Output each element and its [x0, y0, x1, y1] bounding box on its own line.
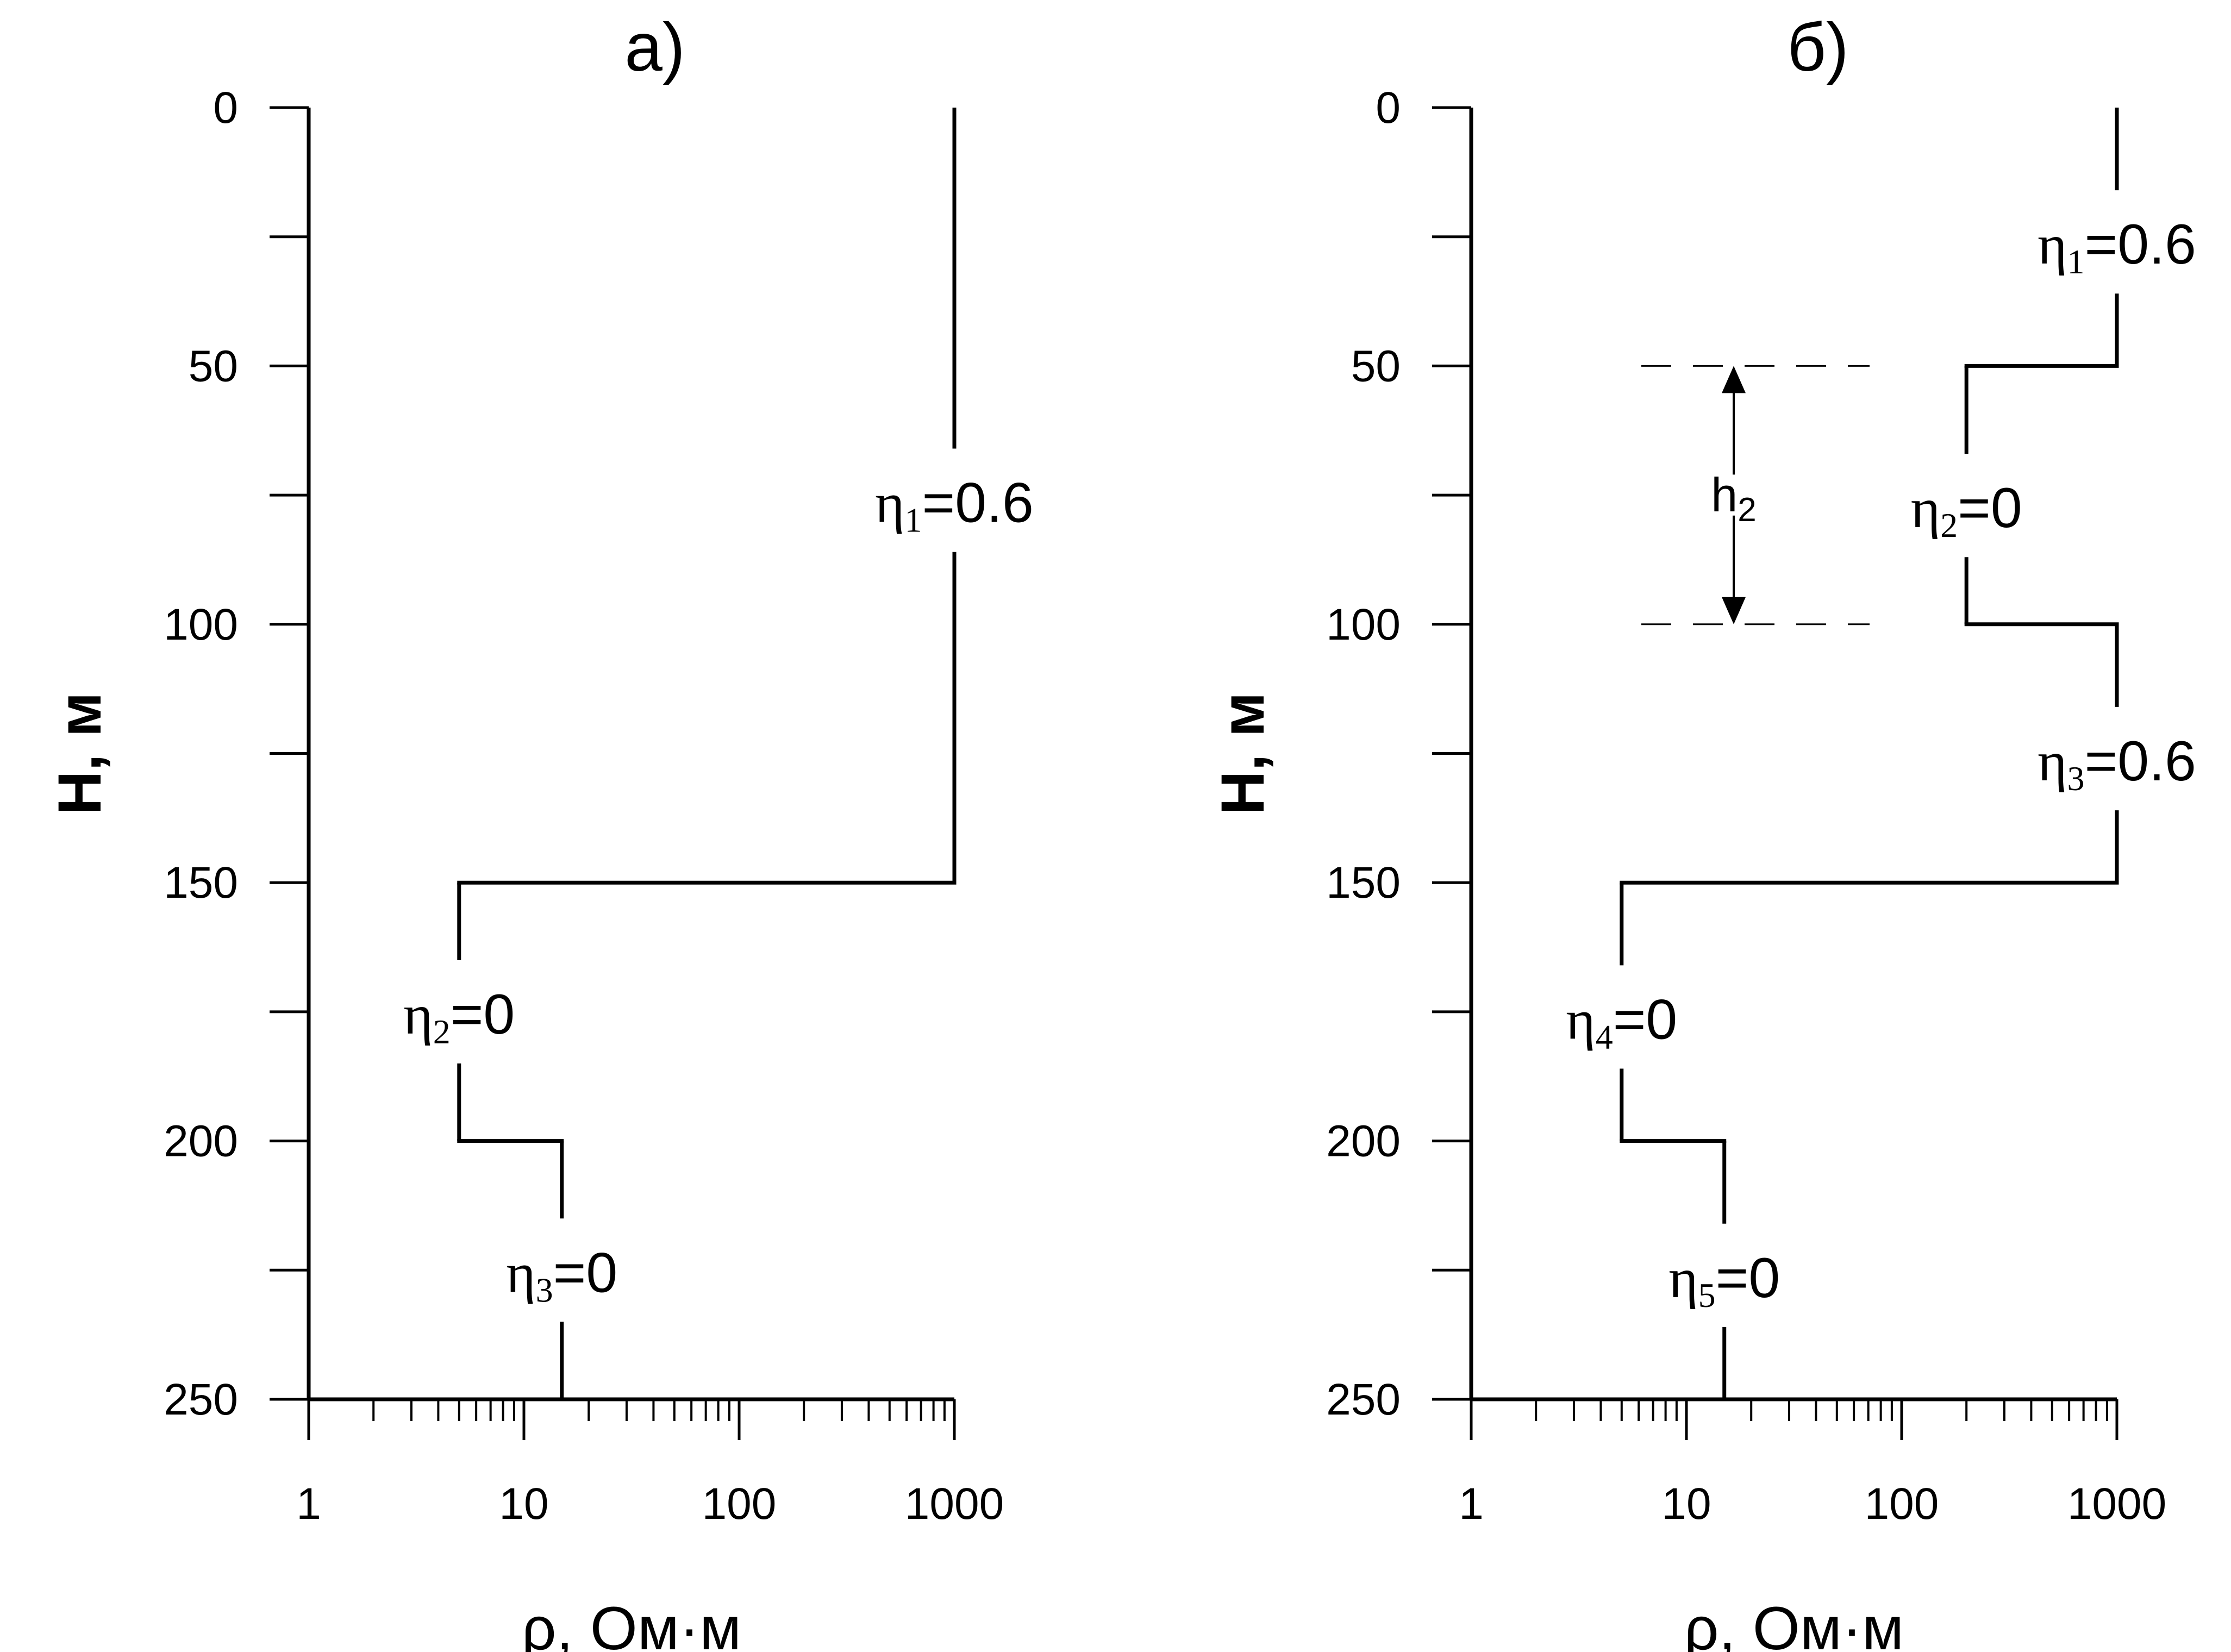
- thickness-label: h2: [1711, 468, 1756, 529]
- layer-label: η3=0: [506, 1241, 617, 1309]
- x-tick-label: 100: [1865, 1479, 1939, 1529]
- y-tick-label: 150: [164, 858, 238, 908]
- x-tick-label: 10: [499, 1479, 548, 1529]
- x-tick-label: 10: [1661, 1479, 1711, 1529]
- resistivity-profile: [457, 108, 957, 1399]
- chart-panel-2: 0 50 100 150 200 250 1 10 100 1000 б) ρ, Ом·м H, м η1…: [1209, 10, 2196, 1652]
- layer-label: η3=0.6: [2038, 730, 2196, 798]
- y-tick-label: 50: [1351, 341, 1401, 391]
- x-tick-label: 1000: [2067, 1479, 2166, 1529]
- y-tick-label: 200: [164, 1117, 238, 1166]
- layer-label: η5=0: [1668, 1247, 1780, 1315]
- y-axis-title: H, м: [1209, 692, 1277, 815]
- arrow-head-up: [1722, 366, 1746, 393]
- layer-label: η1=0.6: [2038, 213, 2196, 281]
- thickness-marker: h2: [1641, 365, 1870, 625]
- x-tick-label: 1: [1459, 1479, 1484, 1529]
- panel-label: а): [624, 10, 685, 85]
- y-tick-label: 200: [1326, 1117, 1401, 1166]
- resistivity-profile: [1620, 108, 2119, 1399]
- layer-label: η2=0: [1911, 477, 2022, 545]
- y-tick-label: 100: [164, 600, 238, 649]
- y-tick-label: 50: [189, 341, 238, 391]
- layer-label: η2=0: [403, 983, 515, 1051]
- x-axis-title: ρ, Ом·м: [1684, 1594, 1904, 1652]
- x-axis-title: ρ, Ом·м: [522, 1594, 741, 1652]
- y-tick-label: 150: [1326, 858, 1401, 908]
- y-axis-title: H, м: [46, 692, 114, 815]
- y-tick-label: 250: [1326, 1375, 1401, 1424]
- layer-label: η1=0.6: [875, 472, 1034, 540]
- x-tick-label: 1: [296, 1479, 321, 1529]
- arrow-head-down: [1722, 597, 1746, 624]
- layer-label: η4=0: [1566, 988, 1677, 1056]
- x-tick-label: 1000: [905, 1479, 1004, 1529]
- y-tick-label: 0: [1376, 83, 1401, 133]
- y-tick-label: 100: [1326, 600, 1401, 649]
- y-tick-label: 0: [213, 83, 238, 133]
- chart-panel-1: 0 50 100 150 200 250 1 10 100 1000 а) ρ, Ом·м H, м η1…: [46, 10, 1034, 1652]
- panel-label: б): [1787, 10, 1848, 85]
- y-tick-label: 250: [164, 1375, 238, 1424]
- x-tick-label: 100: [702, 1479, 777, 1529]
